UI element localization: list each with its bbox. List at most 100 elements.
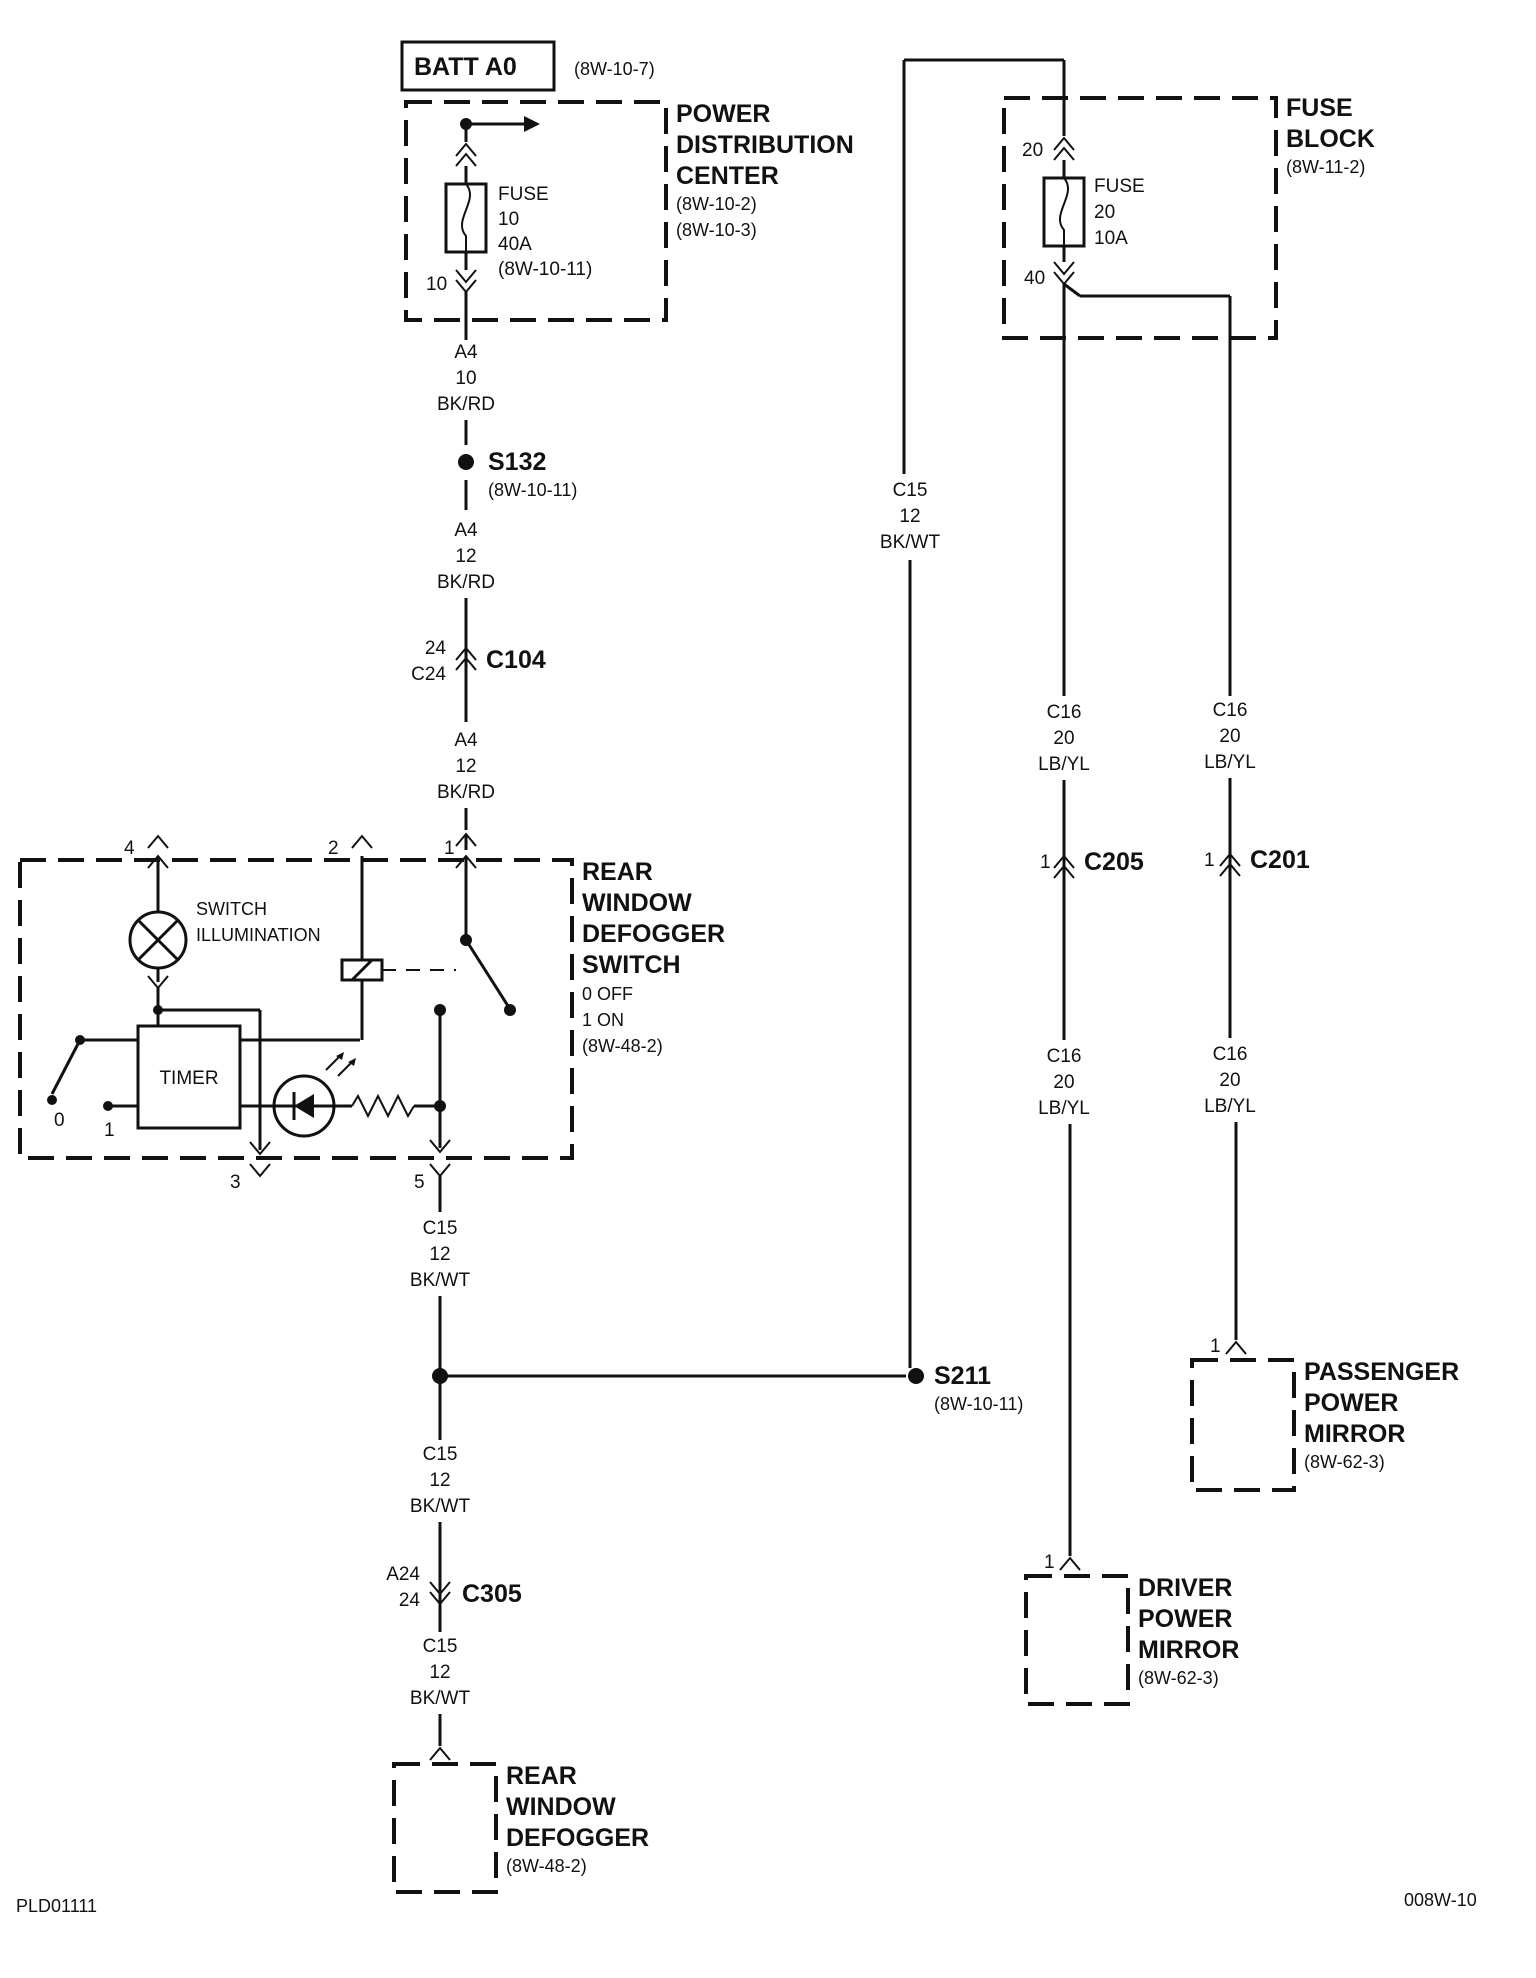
pdc-fuse-4: (8W-10-11) xyxy=(498,259,592,280)
wire-c16-a1-gauge: 20 xyxy=(1053,728,1074,749)
connector-chevron-icon xyxy=(1225,1340,1247,1355)
c305-pin-2: 24 xyxy=(399,1590,421,1611)
wire-a4-1-circuit: A4 xyxy=(454,342,478,363)
connector-chevron-icon xyxy=(455,269,477,294)
wire-c16-b2-color: LB/YL xyxy=(1204,1096,1256,1117)
wire-c16-a1-color: LB/YL xyxy=(1038,754,1090,775)
connector-chevron-icon xyxy=(147,834,169,849)
batt-label: BATT A0 xyxy=(414,53,517,81)
driver-mirror-title-3: MIRROR xyxy=(1138,1636,1239,1664)
defogger-ref: (8W-48-2) xyxy=(506,1856,587,1876)
connector-chevron-icon xyxy=(1059,1556,1081,1571)
wire-a4-2-circuit: A4 xyxy=(454,520,478,541)
batt-ref: (8W-10-7) xyxy=(574,59,655,79)
wire-c16-b1-gauge: 20 xyxy=(1219,726,1240,747)
connector-chevron-icon xyxy=(429,1139,451,1154)
connector-chevron-icon xyxy=(1053,261,1075,286)
fuse-block-fuse-3: 10A xyxy=(1094,228,1128,249)
c104-pin-1: 24 xyxy=(425,638,447,659)
fuse-block-fuse-2: 20 xyxy=(1094,202,1115,223)
s211-dot xyxy=(908,1368,924,1384)
s132-label: S132 xyxy=(488,448,546,476)
switch-pin-4: 4 xyxy=(124,838,135,859)
fuse-block-pin-top: 20 xyxy=(1022,140,1043,161)
resistor-icon xyxy=(351,1093,415,1119)
wire-c15-top: S211 (8W-10-11) C15 12 BK/WT xyxy=(880,58,1066,1414)
wire-a4: A4 10 BK/RD S132 (8W-10-11) A4 12 BK/RD … xyxy=(411,292,577,850)
switch-title-2: WINDOW xyxy=(582,889,692,917)
c205-pin: 1 xyxy=(1040,852,1051,873)
wire-c16-b2-circuit: C16 xyxy=(1213,1044,1248,1065)
defogger-title-1: REAR xyxy=(506,1762,577,1790)
connector-chevron-icon xyxy=(249,1163,271,1178)
switch-contact-icon xyxy=(464,939,510,1007)
defogger-title-3: DEFOGGER xyxy=(506,1824,649,1852)
wire-c15-2-gauge: 12 xyxy=(429,1470,450,1491)
s211-label: S211 xyxy=(934,1362,991,1390)
batt-box: BATT A0 (8W-10-7) xyxy=(400,40,655,92)
pdc-ref-1: (8W-10-2) xyxy=(676,194,757,214)
c305-connector-icon xyxy=(429,1581,451,1606)
switch-title-1: REAR xyxy=(582,858,653,886)
wire-a4-1-color: BK/RD xyxy=(437,394,495,415)
switch-mode-off: 0 OFF xyxy=(582,984,633,1004)
connector-chevron-icon xyxy=(429,1163,451,1178)
wire-c15-3-gauge: 12 xyxy=(429,1662,450,1683)
footer-left-code: PLD01111 xyxy=(16,1896,97,1916)
c104-connector-icon xyxy=(455,646,477,671)
passenger-mirror-pin: 1 xyxy=(1210,1336,1221,1357)
pdc-title-2: DISTRIBUTION xyxy=(676,131,854,159)
wire-c16-b2-gauge: 20 xyxy=(1219,1070,1240,1091)
wire-a4-3-circuit: A4 xyxy=(454,730,478,751)
wire-c16-b1-color: LB/YL xyxy=(1204,752,1256,773)
passenger-power-mirror: PASSENGER POWER MIRROR (8W-62-3) xyxy=(1190,1358,1459,1492)
position-1-label: 1 xyxy=(104,1120,115,1141)
passenger-mirror-title-1: PASSENGER xyxy=(1304,1358,1459,1386)
illumination-label-2: ILLUMINATION xyxy=(196,925,321,945)
passenger-mirror-title-3: MIRROR xyxy=(1304,1420,1405,1448)
c104-pin-2: C24 xyxy=(411,664,446,685)
wire-c15-1-color: BK/WT xyxy=(410,1270,471,1291)
s132-ref: (8W-10-11) xyxy=(488,480,577,500)
c201-connector-icon xyxy=(1219,852,1241,877)
driver-mirror-title-1: DRIVER xyxy=(1138,1574,1232,1602)
pdc-fuse-3: 40A xyxy=(498,234,532,255)
rear-window-defogger-switch: REAR WINDOW DEFOGGER SWITCH 0 OFF 1 ON (… xyxy=(18,834,725,1193)
wire-c15-top-gauge: 12 xyxy=(899,506,920,527)
wire-c15-2-color: BK/WT xyxy=(410,1496,471,1517)
connector-chevron-icon xyxy=(1053,136,1075,161)
switch-pin-2: 2 xyxy=(328,838,339,859)
position-0-label: 0 xyxy=(54,1110,65,1131)
wire-c15-top-circuit: C15 xyxy=(893,480,928,501)
wire-c16-passenger: C16 20 LB/YL 1 C201 C16 20 LB/YL 1 xyxy=(1200,700,1310,1357)
driver-mirror-title-2: POWER xyxy=(1138,1605,1232,1633)
fuse-block-fuse-1: FUSE xyxy=(1094,176,1145,197)
wire-c15-1-gauge: 12 xyxy=(429,1244,450,1265)
pdc-title-3: CENTER xyxy=(676,162,779,190)
passenger-mirror-title-2: POWER xyxy=(1304,1389,1398,1417)
wire-c16-a1-circuit: C16 xyxy=(1047,702,1082,723)
wire-a4-3-color: BK/RD xyxy=(437,782,495,803)
rear-window-defogger: REAR WINDOW DEFOGGER (8W-48-2) xyxy=(392,1762,649,1894)
driver-mirror-ref: (8W-62-3) xyxy=(1138,1668,1219,1688)
wire-c16-a2-circuit: C16 xyxy=(1047,1046,1082,1067)
pdc-fuse-1: FUSE xyxy=(498,184,549,205)
switch-pin-1: 1 xyxy=(444,838,455,859)
s211-ref: (8W-10-11) xyxy=(934,1394,1023,1414)
connector-chevron-icon xyxy=(351,834,373,849)
pdc-fuse-2: 10 xyxy=(498,209,519,230)
c104-label: C104 xyxy=(486,646,546,674)
wire-a4-2-color: BK/RD xyxy=(437,572,495,593)
s132-dot xyxy=(458,454,474,470)
c205-label: C205 xyxy=(1084,848,1144,876)
wire-c15-lower: C15 12 BK/WT C15 12 BK/WT A24 24 C305 C1… xyxy=(386,1176,906,1761)
connector-chevron-icon xyxy=(249,1141,271,1156)
switch-pin-3: 3 xyxy=(230,1172,241,1193)
footer-right-code: 008W-10 xyxy=(1404,1890,1477,1910)
connector-chevron-icon xyxy=(455,142,477,167)
pdc-pin: 10 xyxy=(426,274,447,295)
timer-block xyxy=(136,1024,242,1130)
passenger-mirror-ref: (8W-62-3) xyxy=(1304,1452,1385,1472)
c305-label: C305 xyxy=(462,1580,522,1608)
illumination-label-1: SWITCH xyxy=(196,899,267,919)
